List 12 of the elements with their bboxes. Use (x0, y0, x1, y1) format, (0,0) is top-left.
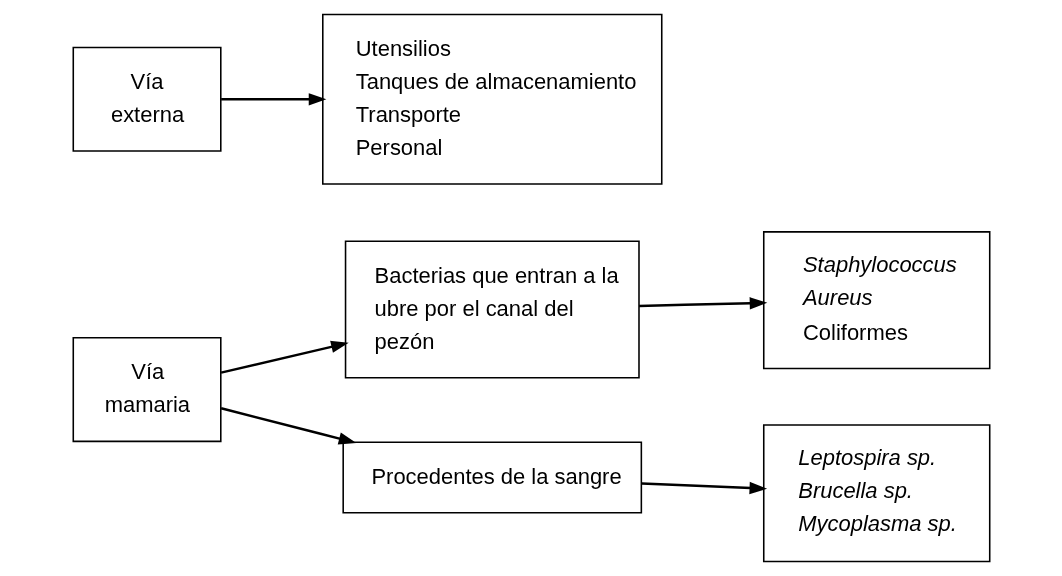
arrow (220, 340, 349, 374)
node-box: Bacterias que entran a la ubre por el canal del pezón (344, 240, 640, 379)
node-box: Vía externa (72, 46, 222, 152)
arrow (220, 407, 356, 445)
arrow (641, 481, 767, 495)
arrow (220, 93, 326, 106)
arrow (638, 297, 767, 310)
node-box: Vía mamaria (72, 337, 222, 443)
node-box: Procedentes de la sangre (341, 441, 642, 514)
node-box: Utensilios Tanques de almacenamiento Transporte Personal (321, 13, 663, 185)
node-box: Leptospira sp. Brucella sp. Mycoplasma sp. (762, 424, 990, 563)
node-box: Staphylococcus Aureus Coliformes (762, 231, 990, 370)
